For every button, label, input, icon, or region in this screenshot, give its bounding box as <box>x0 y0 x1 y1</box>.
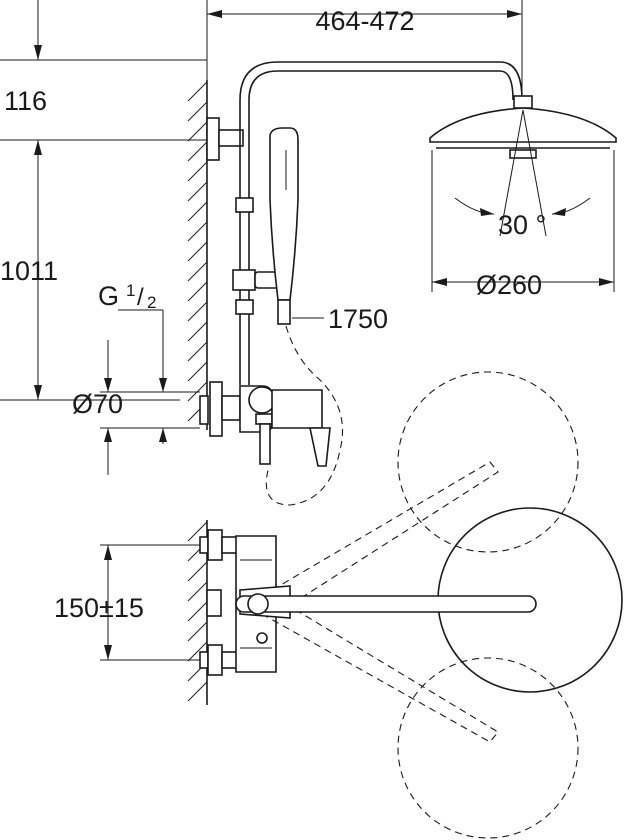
thread-label: G 1 / 2 <box>98 281 167 392</box>
hose-length-label: 1750 <box>328 304 388 334</box>
hose: 1750 <box>265 304 388 506</box>
head-diameter-dimension: Ø260 <box>431 150 615 300</box>
top-offset-dimension: 116 <box>0 0 215 155</box>
thread-fraction-slash: / <box>137 284 144 311</box>
connection-spacing-label: 150±15 <box>54 593 144 623</box>
wall-top <box>187 80 208 430</box>
thermostat-side <box>199 381 331 467</box>
shower-column <box>206 61 523 385</box>
pipe-diameter-dimension: Ø70 <box>72 340 200 475</box>
height-label: 1011 <box>0 256 58 286</box>
height-dimension: 1011 <box>0 140 180 401</box>
connection-spacing-dimension: 150±15 <box>54 544 200 661</box>
thread-letter: G <box>98 281 119 311</box>
spray-angle-label: 30 ° <box>498 210 546 240</box>
pipe-diameter-label: Ø70 <box>72 389 123 419</box>
shower-head: 30 ° <box>429 95 617 240</box>
width-dimension: 464-472 <box>206 0 523 130</box>
thermostat-top <box>199 461 537 743</box>
head-diameter-label: Ø260 <box>476 270 542 300</box>
thread-fraction-denominator: 2 <box>147 293 156 312</box>
width-range-label: 464-472 <box>315 6 414 36</box>
thread-fraction-numerator: 1 <box>126 281 135 300</box>
top-offset-label: 116 <box>4 86 47 116</box>
